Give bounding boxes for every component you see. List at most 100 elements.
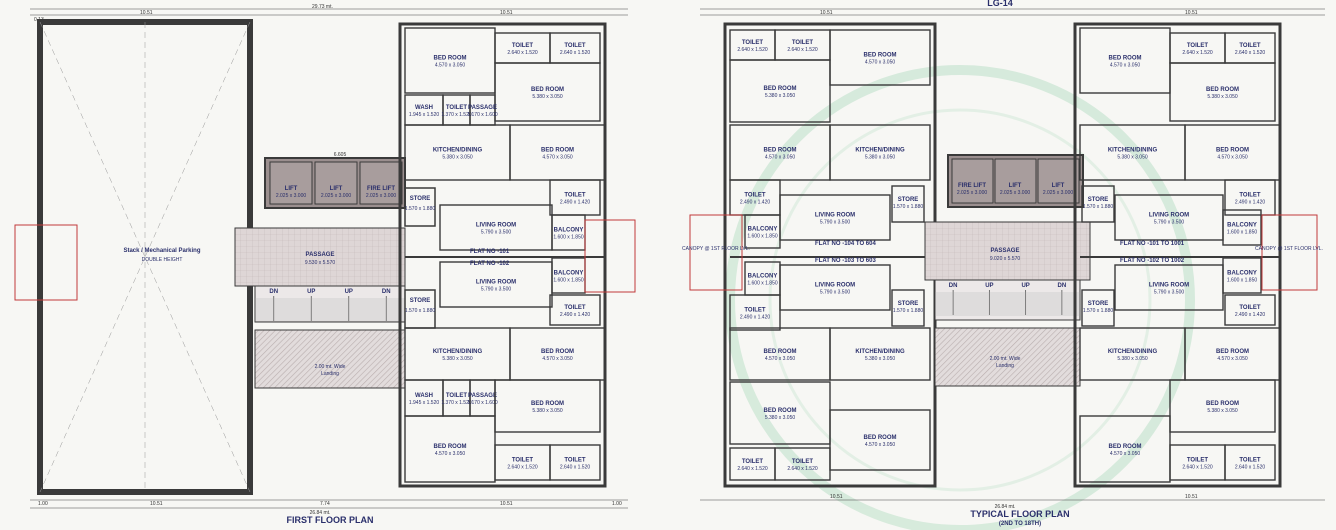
tl-room-3 [729,59,831,123]
tl-room-5-dim: 5.380 x 3.050 [865,155,896,161]
ff-lift-0 [269,161,313,205]
ff-stair-0: DN [269,289,278,295]
ff-stair-1: UP [307,289,315,295]
flat-block-wall [398,22,607,488]
tl-room-8-dim: 1.600 x 1.850 [747,234,778,240]
typical-top-overflow: LG-14 [987,0,1013,8]
typ-passage-label: PASSAGE [991,248,1020,254]
tl-room-3-dim: 5.380 x 3.050 [765,93,796,99]
typ-dim-overall-bottom: 26.84 mt. [995,504,1016,510]
flat-103-label: FLAT NO -103 TO 603 [815,258,876,264]
tl-room-10 [779,264,891,311]
tl-room-8-label: BALCONY [748,227,778,233]
tl-room-7-label: LIVING ROOM [815,213,855,219]
ff-room-5-dim: 1.370 x 1.520 [441,112,472,118]
ff-room-13-label: LIVING ROOM [476,280,516,286]
ff-room-20-dim: 5.380 x 3.050 [532,408,563,414]
tr-room-5-dim: 4.570 x 3.050 [1217,155,1248,161]
tp-store-1-label: STORE [898,301,919,307]
tr-room-5-label: BED ROOM [1216,148,1249,154]
tr-room-11-label: TOILET [1239,305,1261,311]
ff-room-8-label: BED ROOM [541,148,574,154]
typ-dim-top-left: 10.51 [820,10,833,16]
tr-room-12-label: KITCHEN/DINING [1108,349,1158,355]
typical-floor-sub: (2ND TO 18TH) [999,521,1041,527]
tp-stair-3: DN [1058,283,1067,289]
ff-room-3-label: BED ROOM [531,87,564,93]
ff-room-4-label: WASH [415,105,433,111]
passage-label: PASSAGE [306,252,335,258]
ff-room-14-dim: 2.490 x 1.420 [560,312,591,318]
typical-floor-caption: TYPICAL FLOOR PLAN [970,509,1069,519]
tr-room-2-dim: 2.640 x 1.520 [1235,50,1266,56]
flat-101-1001-label: FLAT NO -101 TO 1001 [1120,241,1185,247]
tl-room-13-dim: 5.380 x 3.050 [865,356,896,362]
tr-room-9-label: BALCONY [1227,271,1257,277]
ff-room-8-dim: 4.570 x 3.050 [542,155,573,161]
ff-room-9-dim: 2.490 x 1.420 [560,200,591,206]
tl-room-14-dim: 5.380 x 3.050 [765,415,796,421]
store-bot-label: STORE [410,298,431,304]
tr-room-4-dim: 5.380 x 3.050 [1117,155,1148,161]
flat-101-label: FLAT NO -101 [470,249,510,255]
tr-room-3-label: BED ROOM [1206,87,1239,93]
tp-lift-1 [994,158,1037,204]
ff-lift-1-label: LIFT [330,186,343,192]
tl-room-17 [774,447,831,481]
tl-room-16-dim: 2.640 x 1.520 [737,466,768,472]
flat-102-1002-label: FLAT NO -102 TO 1002 [1120,258,1185,264]
tp-store-2-dim: 1.570 x 1.880 [1083,204,1114,210]
tp-lift-2-dim: 2.025 x 3.000 [1043,190,1074,196]
tl-room-11 [729,294,781,331]
ff-room-12-label: BALCONY [554,271,584,277]
tl-room-6-label: TOILET [744,193,766,199]
tp-lift-2-label: LIFT [1052,183,1065,189]
dim-overall-bottom: 26.84 mt. [310,510,331,516]
ff-room-22-label: TOILET [512,458,534,464]
tr-room-6-label: TOILET [1239,193,1261,199]
tl-room-16-label: TOILET [742,459,764,465]
tp-store-1 [891,289,925,327]
ff-room-20 [494,379,601,433]
ff-room-22-dim: 2.640 x 1.520 [507,465,538,471]
tr-room-14-dim: 5.380 x 3.050 [1207,408,1238,414]
ff-room-23-dim: 2.640 x 1.520 [560,465,591,471]
ff-room-18-label: TOILET [446,393,468,399]
tp-store-0-dim: 1.570 x 1.880 [893,204,924,210]
ff-room-0-label: BED ROOM [434,56,467,62]
tp-store-2-label: STORE [1088,197,1109,203]
tl-room-5 [829,124,931,181]
tl-room-4-label: BED ROOM [764,148,797,154]
tr-room-17 [1224,444,1276,481]
dim-b3: 1.00 [612,501,622,507]
left-bay-outline [14,224,78,301]
ff-room-17-label: WASH [415,393,433,399]
stack-parking-sub: DOUBLE HEIGHT [142,257,183,263]
tr-room-7-label: LIVING ROOM [1149,213,1189,219]
tl-room-4-dim: 4.570 x 3.050 [765,155,796,161]
store-top-dim: 1.570 x 1.880 [405,206,436,212]
typ-dim-top-right: 10.51 [1185,10,1198,16]
typ-landing-dim: Landing [996,363,1014,369]
ff-room-13 [439,261,553,308]
tr-room-3-dim: 5.380 x 3.050 [1207,94,1238,100]
tp-store-1-dim: 1.570 x 1.880 [893,308,924,314]
store-top-label: STORE [410,196,431,202]
tr-room-8 [1222,209,1262,246]
ff-room-20-label: BED ROOM [531,401,564,407]
tr-room-16-label: TOILET [1187,458,1209,464]
tl-room-15-dim: 4.570 x 3.050 [865,442,896,448]
tl-room-13-label: KITCHEN/DINING [855,349,905,355]
tr-room-13-dim: 4.570 x 3.050 [1217,356,1248,362]
tr-room-4-label: KITCHEN/DINING [1108,148,1158,154]
ff-room-7-label: KITCHEN/DINING [433,148,483,154]
tr-room-13-label: BED ROOM [1216,349,1249,355]
typ-passage-area [924,221,1091,281]
tl-room-11-dim: 2.490 x 1.420 [740,315,771,321]
ff-lift-1-dim: 2.025 x 3.000 [321,193,352,199]
typ-right-canopy-outline [1261,214,1318,291]
tr-room-8-dim: 1.600 x 1.850 [1227,230,1258,236]
ff-room-1-dim: 2.640 x 1.520 [507,50,538,56]
passage-dim: 9.530 x 5.570 [305,260,336,266]
